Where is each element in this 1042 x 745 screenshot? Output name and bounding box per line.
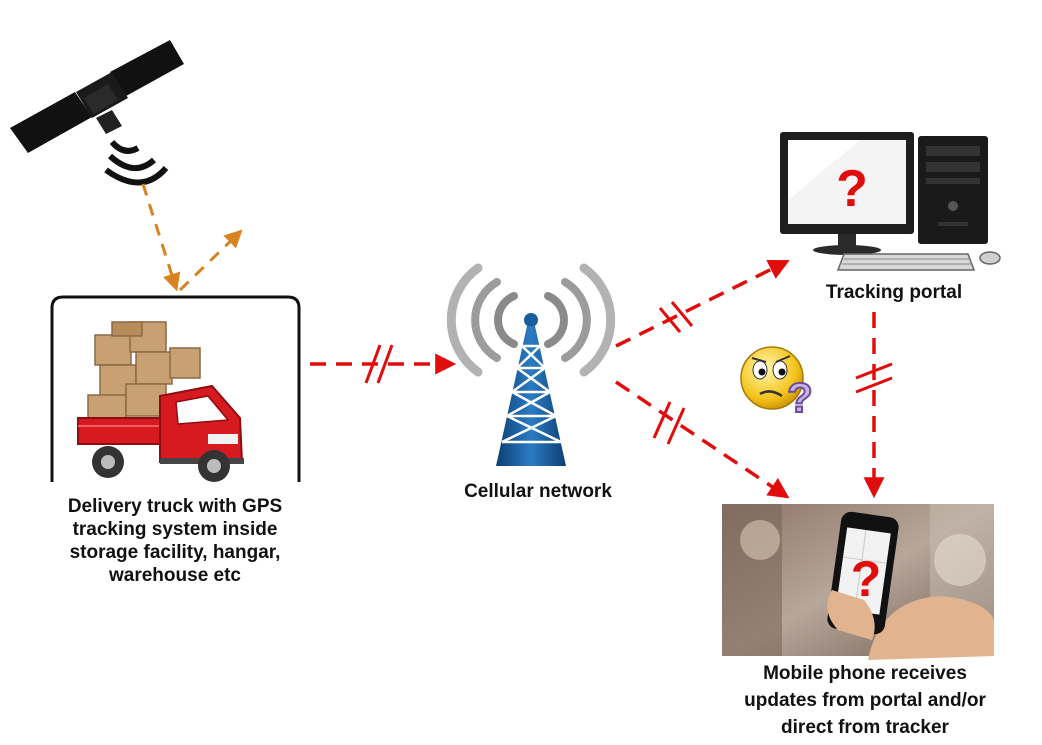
- satellite-icon: [10, 40, 184, 186]
- link-truck-to-cellular: [310, 344, 457, 384]
- truck-caption-line: warehouse etc: [109, 565, 241, 586]
- portal-screen-question-mark: ?: [836, 160, 868, 218]
- truck-caption-line: tracking system inside: [72, 519, 278, 540]
- phone-caption: Mobile phone receives updates from porta…: [700, 660, 1030, 741]
- cell-tower-icon: [446, 263, 616, 466]
- desktop-computer-icon: ?: [780, 132, 1001, 271]
- link-portal-to-phone: [855, 312, 893, 499]
- confused-face-icon: ?: [740, 346, 814, 422]
- phone-screen-question-mark: ?: [851, 551, 882, 607]
- phone-caption-line: updates from portal and/or: [744, 690, 986, 711]
- truck-caption-line: storage facility, hangar,: [69, 542, 281, 563]
- truck-caption: Delivery truck with GPS tracking system …: [22, 495, 328, 587]
- cellular-network-label: Cellular network: [464, 481, 612, 502]
- tracking-portal-label: Tracking portal: [825, 282, 963, 303]
- smartphone-icon: ?: [722, 504, 994, 660]
- truck-icon: [77, 321, 244, 482]
- gps-signal: [141, 183, 243, 292]
- truck-caption-line: Delivery truck with GPS: [67, 496, 283, 517]
- phone-caption-line: direct from tracker: [781, 717, 949, 738]
- phone-caption-line: Mobile phone receives: [763, 663, 967, 684]
- link-cellular-to-phone: [615, 380, 790, 499]
- link-cellular-to-portal: [615, 260, 790, 348]
- storage-facility-outline: [50, 295, 301, 482]
- confused-question-mark: ?: [787, 374, 813, 421]
